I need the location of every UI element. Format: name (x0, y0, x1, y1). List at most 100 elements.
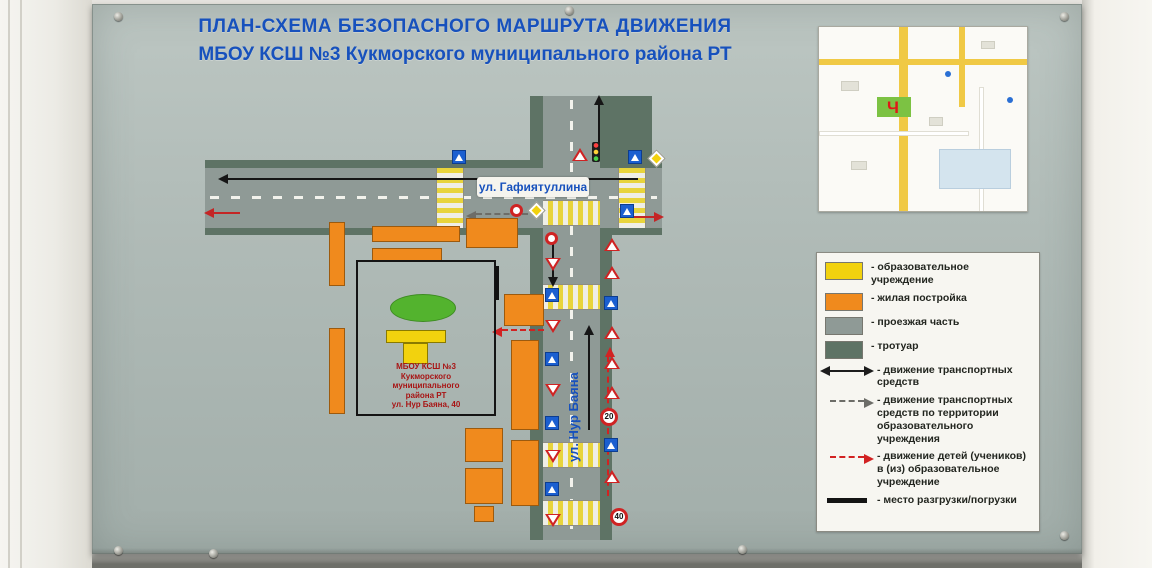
pedestrian-crossing-sign-icon (545, 288, 559, 302)
pedestrian-crossing-sign-icon (620, 204, 634, 218)
pedestrian-crossing-sign-icon (545, 416, 559, 430)
school-label-line: Кукморского (400, 371, 452, 381)
inset-map: Ч (818, 26, 1028, 212)
street-label-gafiyatullina: ул. Гафиятуллина (477, 177, 589, 197)
sidewalk (205, 160, 662, 168)
legend-item: - движение транспортных средств по терри… (825, 394, 1033, 445)
traffic-direction-arrow (204, 208, 240, 218)
school-building (386, 330, 446, 343)
inset-road (819, 131, 969, 136)
legend-label: - движение детей (учеников) в (из) образ… (877, 450, 1026, 488)
legend-label: - жилая постройка (871, 291, 967, 304)
inset-map-pin (945, 71, 951, 77)
legend-label: - тротуар (871, 339, 919, 352)
yield-sign-icon (545, 258, 561, 271)
wall-groove (20, 0, 22, 568)
screw-icon (565, 6, 574, 15)
residential-building (329, 328, 345, 414)
warning-sign-icon (604, 266, 620, 279)
legend-label: - движение транспортных средств по терри… (877, 394, 1013, 445)
children-route-arrow (605, 347, 615, 496)
prohibition-sign-icon (545, 232, 558, 245)
pedestrian-crossing-sign-icon (545, 482, 559, 496)
inset-road (819, 59, 1027, 65)
legend-item: - тротуар (825, 340, 1033, 359)
inset-building (851, 161, 867, 170)
loading-unloading-spot (495, 266, 499, 300)
residential-building (465, 428, 503, 462)
warning-sign-icon (572, 148, 588, 161)
school-stadium-oval (390, 294, 456, 322)
warning-sign-icon (604, 238, 620, 251)
legend-dashed-gray-arrow-icon (825, 394, 874, 409)
residential-building (466, 218, 518, 248)
school-label-line: МБОУ КСШ №3 (396, 362, 456, 371)
warning-sign-icon (604, 356, 620, 369)
residential-building (511, 440, 539, 506)
legend-swatch-roadway (825, 316, 863, 335)
warning-sign-icon (604, 326, 620, 339)
speed-limit-40-sign: 40 (610, 508, 628, 526)
poster-title: ПЛАН-СХЕМА БЕЗОПАСНОГО МАРШРУТА ДВИЖЕНИЯ… (130, 16, 800, 66)
legend-label: - место разгрузки/погрузки (877, 493, 1017, 506)
legend-dashed-red-arrow-icon (825, 450, 874, 465)
school-territory (356, 260, 496, 416)
sidewalk (530, 96, 543, 160)
pedestrian-crossing-sign-icon (628, 150, 642, 164)
legend-swatch-sidewalk (825, 340, 863, 359)
residential-building (504, 294, 544, 326)
inset-school-area (877, 97, 911, 117)
legend-label: - движение транспортных средств (877, 363, 1013, 389)
traffic-light-icon (592, 142, 600, 162)
traffic-direction-arrow (634, 212, 664, 222)
legend-item: - движение детей (учеников) в (из) образ… (825, 450, 1033, 488)
road-center-line (570, 100, 573, 536)
screw-icon (114, 546, 123, 555)
school-label: МБОУ КСШ №3 Кукморского муниципального р… (358, 362, 494, 410)
warning-sign-icon (604, 386, 620, 399)
inset-building (981, 41, 995, 49)
inset-map-pin (1007, 97, 1013, 103)
screw-icon (209, 549, 218, 558)
legend-item: - жилая постройка (825, 292, 1033, 311)
residential-building (511, 340, 539, 430)
legend-thick-line-icon (825, 494, 869, 508)
pedestrian-crossing-sign-icon (604, 296, 618, 310)
residential-building (329, 222, 345, 286)
wall-right (1082, 0, 1152, 568)
residential-building (465, 468, 503, 504)
road-center-line (210, 196, 657, 199)
inset-building (841, 81, 859, 91)
screw-icon (114, 12, 123, 21)
residential-building (372, 226, 460, 242)
legend-item: - место разгрузки/погрузки (825, 494, 1033, 508)
wall-left (0, 0, 92, 568)
crosswalk (543, 200, 600, 226)
title-line-2: МБОУ КСШ №3 Кукморского муниципального р… (198, 44, 732, 65)
sidewalk (600, 96, 652, 166)
legend-double-arrow-icon (820, 364, 874, 378)
screw-icon (1060, 12, 1069, 21)
residential-building (474, 506, 494, 522)
inset-building (929, 117, 943, 126)
screw-icon (1060, 531, 1069, 540)
legend-swatch-residential (825, 292, 863, 311)
street-label-nur-bayana: ул. Нур Баяна (566, 372, 581, 462)
traffic-direction-arrow (218, 174, 638, 184)
pedestrian-crossing-sign-icon (604, 438, 618, 452)
title-line-1: ПЛАН-СХЕМА БЕЗОПАСНОГО МАРШРУТА ДВИЖЕНИЯ (198, 16, 732, 37)
territory-traffic-arrow (466, 211, 528, 221)
poster-bottom-shadow (92, 548, 1082, 568)
pedestrian-crossing-sign-icon (545, 352, 559, 366)
legend-item: - проезжая часть (825, 316, 1033, 335)
speed-limit-20-sign: 20 (600, 408, 618, 426)
school-building (403, 343, 428, 364)
crosswalk (618, 168, 646, 228)
legend-label: - проезжая часть (871, 315, 960, 328)
warning-sign-icon (604, 470, 620, 483)
yield-sign-icon (545, 514, 561, 527)
yield-sign-icon (545, 320, 561, 333)
children-route-arrow (492, 327, 544, 337)
school-label-line: муниципального (392, 381, 460, 390)
